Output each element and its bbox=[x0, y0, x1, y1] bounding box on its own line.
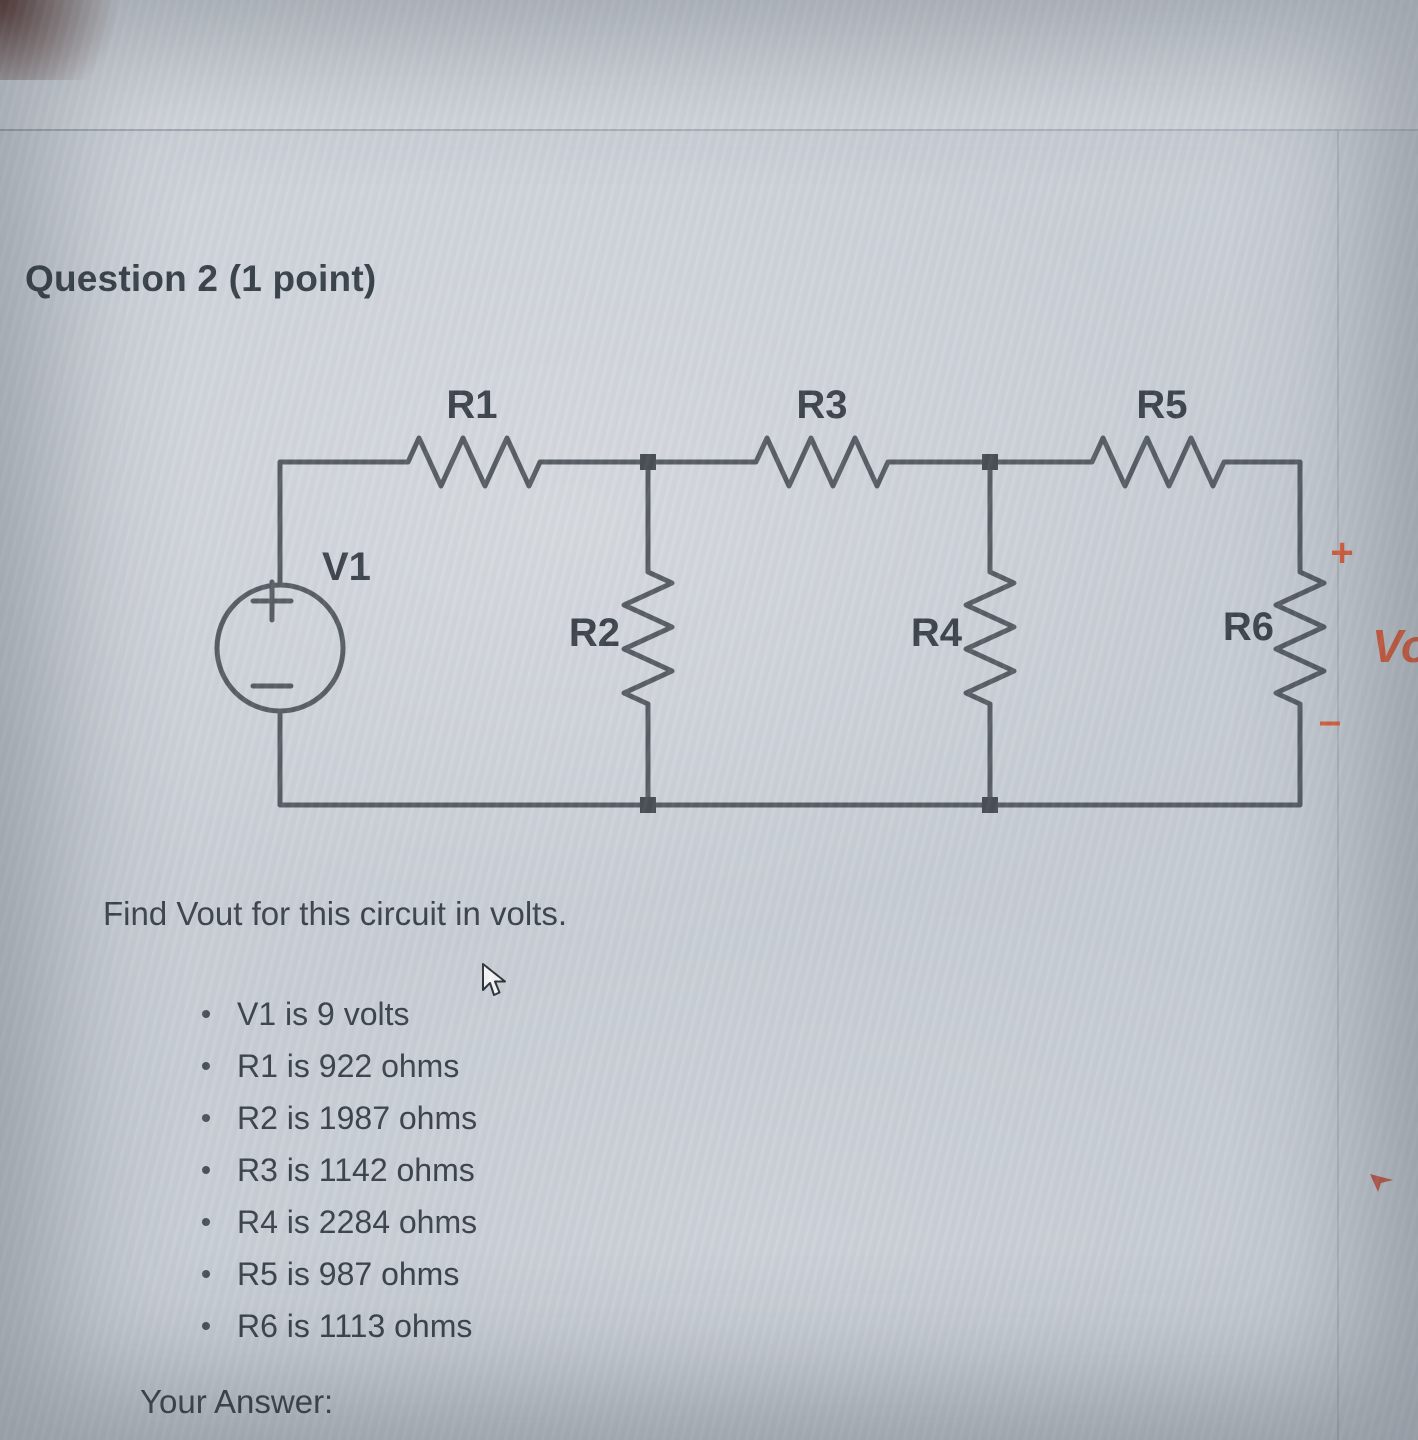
source-plus-sign bbox=[250, 579, 294, 623]
node-bottom-right bbox=[982, 797, 998, 813]
your-answer-label: Your Answer: bbox=[140, 1383, 334, 1420]
given-item-text: V1 is 9 volts bbox=[237, 995, 410, 1032]
node-top-right bbox=[982, 454, 998, 470]
vout-label: Vo bbox=[1372, 620, 1418, 672]
node-top-left bbox=[640, 454, 656, 470]
content-column-border bbox=[1337, 131, 1339, 1440]
main-wire-loop bbox=[277, 435, 1327, 808]
bullet-dot bbox=[202, 1166, 210, 1174]
red-pointer-artifact bbox=[1370, 1174, 1393, 1192]
question-title: Question 2 (1 point) bbox=[25, 258, 377, 299]
top-band bbox=[0, 0, 1418, 129]
given-item-text: R4 is 2284 ohms bbox=[237, 1203, 478, 1240]
given-item-r1: R1 is 922 ohms bbox=[202, 1040, 477, 1092]
label-r6: R6 bbox=[1223, 605, 1274, 649]
bullet-dot bbox=[202, 1114, 210, 1122]
label-r3: R3 bbox=[796, 383, 847, 427]
label-r5: R5 bbox=[1136, 383, 1187, 427]
given-item-v1: V1 is 9 volts bbox=[202, 988, 477, 1040]
bullet-dot bbox=[202, 1062, 210, 1070]
bullet-dot bbox=[202, 1322, 210, 1330]
given-item-r5: R5 is 987 ohms bbox=[202, 1248, 477, 1300]
given-item-r2: R2 is 1987 ohms bbox=[202, 1092, 477, 1144]
question-prompt: Find Vout for this circuit in volts. bbox=[103, 895, 568, 932]
bullet-dot bbox=[202, 1270, 210, 1278]
given-item-text: R5 is 987 ohms bbox=[237, 1255, 460, 1292]
label-r4: R4 bbox=[911, 611, 963, 655]
given-item-r3: R3 is 1142 ohms bbox=[202, 1144, 477, 1196]
given-item-text: R6 is 1113 ohms bbox=[237, 1307, 473, 1344]
given-item-text: R3 is 1142 ohms bbox=[237, 1151, 475, 1188]
label-r1: R1 bbox=[446, 383, 497, 427]
given-item-text: R2 is 1987 ohms bbox=[237, 1099, 478, 1136]
resistor-r4-branch bbox=[963, 459, 1017, 808]
bullet-dot bbox=[202, 1010, 210, 1018]
given-item-r6: R6 is 1113 ohms bbox=[202, 1300, 477, 1352]
given-item-r4: R4 is 2284 ohms bbox=[202, 1196, 477, 1248]
given-values-list: V1 is 9 volts R1 is 922 ohms R2 is 1987 … bbox=[202, 988, 477, 1352]
bullet-dot bbox=[202, 1218, 210, 1226]
label-v1: V1 bbox=[322, 545, 371, 589]
page-divider bbox=[0, 129, 1418, 131]
node-bottom-left bbox=[640, 797, 656, 813]
resistor-r2-branch bbox=[621, 459, 675, 808]
voltage-source-v1 bbox=[214, 582, 346, 714]
mouse-cursor-icon bbox=[482, 963, 506, 996]
label-r2: R2 bbox=[569, 611, 620, 655]
vout-plus-sign: + bbox=[1330, 531, 1353, 575]
given-item-text: R1 is 922 ohms bbox=[237, 1047, 460, 1084]
vout-minus-sign: – bbox=[1319, 699, 1341, 743]
